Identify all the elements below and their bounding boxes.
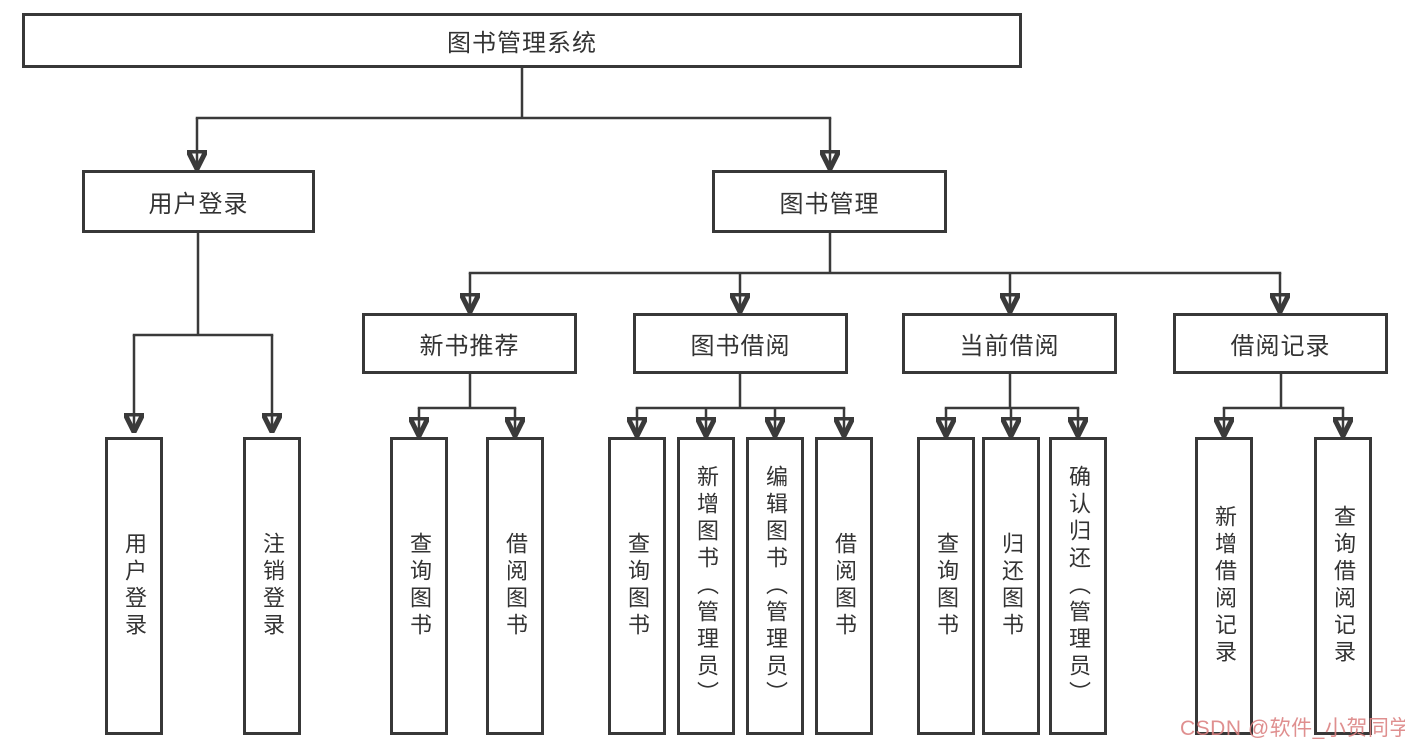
node-current-borrowing: 当前借阅 xyxy=(902,313,1117,374)
leaf-label: 查询图书 xyxy=(407,532,432,640)
leaf-label: 查询借阅记录 xyxy=(1331,505,1356,667)
leaf-label: 编辑图书（管理员） xyxy=(763,464,788,708)
node-label: 当前借阅 xyxy=(959,333,1060,360)
leaf-label: 归还图书 xyxy=(999,532,1024,640)
node-book-management-system: 图书管理系统 xyxy=(22,13,1022,68)
node-borrowing-records: 借阅记录 xyxy=(1173,313,1388,374)
node-user-login: 用户登录 xyxy=(82,170,315,233)
leaf-user-login: 用户登录 xyxy=(105,437,163,735)
leaf-add-books-admin: 新增图书（管理员） xyxy=(677,437,735,735)
node-book-borrowing: 图书借阅 xyxy=(633,313,848,374)
node-label: 新书推荐 xyxy=(419,333,520,360)
node-label: 图书管理系统 xyxy=(447,30,597,57)
leaf-label: 用户登录 xyxy=(122,532,147,640)
connector-borrow-record-to-leaves xyxy=(1223,374,1345,433)
leaf-return-books: 归还图书 xyxy=(982,437,1040,735)
node-label: 图书管理 xyxy=(779,191,880,218)
leaf-label: 借阅图书 xyxy=(503,532,528,640)
connector-current-borrow-to-leaves xyxy=(945,374,1080,433)
leaf-edit-books-admin: 编辑图书（管理员） xyxy=(746,437,804,735)
node-new-book-recommendation: 新书推荐 xyxy=(362,313,577,374)
node-label: 借阅记录 xyxy=(1230,333,1331,360)
connector-book-mgmt-to-level3 xyxy=(469,233,1282,309)
leaf-label: 注销登录 xyxy=(260,532,285,640)
connector-root-to-level2 xyxy=(196,66,832,166)
leaf-label: 新增图书（管理员） xyxy=(694,464,719,708)
connector-new-book-rec-to-leaves xyxy=(418,374,517,433)
leaf-add-borrow-record: 新增借阅记录 xyxy=(1195,437,1253,735)
node-label: 用户登录 xyxy=(148,191,249,218)
connector-book-borrow-to-leaves xyxy=(636,374,846,433)
leaf-label: 确认归还（管理员） xyxy=(1066,464,1091,708)
leaf-logout: 注销登录 xyxy=(243,437,301,735)
node-book-management: 图书管理 xyxy=(712,170,947,233)
leaf-label: 借阅图书 xyxy=(832,532,857,640)
csdn-watermark: CSDN @软件_小贺同学 xyxy=(1180,717,1405,740)
leaf-label: 新增借阅记录 xyxy=(1212,505,1237,667)
leaf-query-borrow-record: 查询借阅记录 xyxy=(1314,437,1372,735)
leaf-label: 查询图书 xyxy=(625,532,650,640)
leaf-query-books-current: 查询图书 xyxy=(917,437,975,735)
connector-user-login-to-leaves xyxy=(133,233,274,429)
leaf-label: 查询图书 xyxy=(934,532,959,640)
leaf-borrow-books-recommend: 借阅图书 xyxy=(486,437,544,735)
node-label: 图书借阅 xyxy=(690,333,791,360)
leaf-confirm-return-admin: 确认归还（管理员） xyxy=(1049,437,1107,735)
leaf-borrow-books-borrowing: 借阅图书 xyxy=(815,437,873,735)
leaf-query-books-recommend: 查询图书 xyxy=(390,437,448,735)
leaf-query-books-borrowing: 查询图书 xyxy=(608,437,666,735)
